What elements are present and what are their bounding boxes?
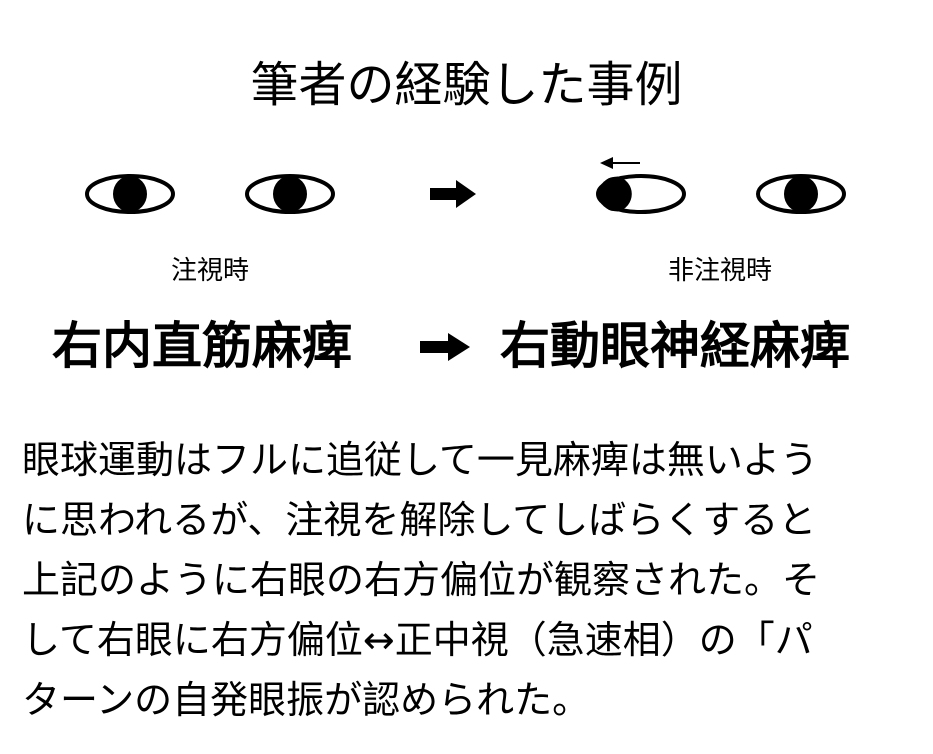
non-fixation-label: 非注視時 xyxy=(667,256,772,286)
description-line: ターンの自発眼振が認められた。 xyxy=(22,678,591,722)
description-text: 眼球運動はフルに追従して一見麻痺は無いよう に思われるが、注視を解除してしばらく… xyxy=(22,430,912,730)
description-line: 眼球運動はフルに追従して一見麻痺は無いよう xyxy=(22,438,819,482)
left-deviation-arrow-icon xyxy=(600,157,640,169)
eye-icon xyxy=(85,174,175,214)
initial-diagnosis: 右内直筋麻痺 xyxy=(52,317,352,375)
diagnosis-row: 右内直筋麻痺 右動眼神経麻痺 xyxy=(0,312,933,382)
eye-icon xyxy=(756,174,846,214)
revised-diagnosis: 右動眼神経麻痺 xyxy=(500,317,850,375)
non-fixation-eye-pair xyxy=(596,157,846,214)
right-arrow-icon xyxy=(420,333,470,361)
description-line: して右眼に右方偏位↔正中視（急速相）の「パ xyxy=(22,618,813,662)
fixation-label: 注視時 xyxy=(170,256,249,286)
right-arrow-icon xyxy=(430,180,476,208)
description-line: に思われるが、注視を解除してしばらくすると xyxy=(22,498,817,542)
eye-diagram xyxy=(85,157,846,214)
eye-icon xyxy=(245,174,335,214)
fixation-eye-pair xyxy=(85,174,335,214)
deviated-eye-icon xyxy=(596,174,686,214)
description-line: 上記のように右眼の右方偏位が観察された。そ xyxy=(22,558,821,602)
page-title: 筆者の経験した事例 xyxy=(250,57,683,113)
